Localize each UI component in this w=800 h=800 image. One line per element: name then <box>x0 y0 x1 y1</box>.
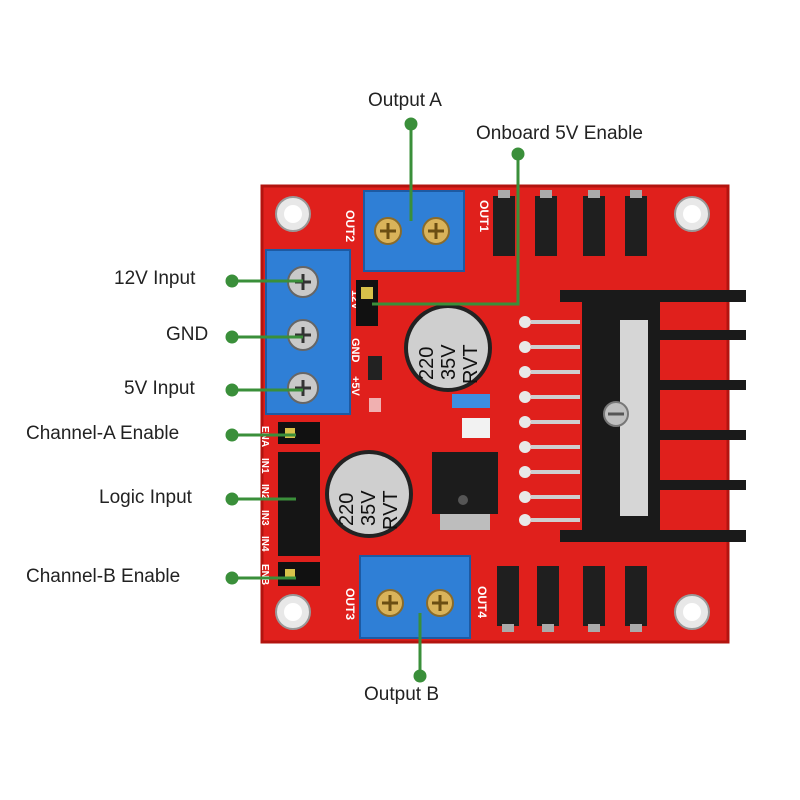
resistor <box>368 356 382 380</box>
diodes-top <box>493 190 647 256</box>
terminal-output-b <box>359 555 471 639</box>
terminal-output-a <box>363 190 465 272</box>
silk-in1: IN1 <box>259 458 270 474</box>
silk-out2: OUT2 <box>343 210 357 242</box>
svg-text:35V: 35V <box>358 490 380 526</box>
silk-enb: ENB <box>259 564 270 585</box>
svg-text:220: 220 <box>416 347 438 380</box>
label-channel-a-enable: Channel-A Enable <box>26 423 180 444</box>
label-12v-input: 12V Input <box>114 268 196 289</box>
label-gnd: GND <box>166 324 209 345</box>
label-output-b: Output B <box>364 684 439 705</box>
label-onboard-5v-enable: Onboard 5V Enable <box>476 123 643 144</box>
capacitor-lower: 220 35V RVT <box>325 450 413 538</box>
silk-in4: IN4 <box>259 536 270 552</box>
label-logic-input: Logic Input <box>99 487 192 508</box>
header-pins <box>278 422 320 586</box>
callout-lines <box>225 117 525 683</box>
label-channel-b-enable: Channel-B Enable <box>26 566 181 587</box>
silk-out3: OUT3 <box>343 588 357 620</box>
svg-text:RVT: RVT <box>380 490 402 530</box>
svg-text:220: 220 <box>336 493 358 526</box>
svg-text:RVT: RVT <box>460 344 482 384</box>
small-component <box>452 394 490 408</box>
silk-in2: IN2 <box>259 484 270 500</box>
silk-out1: OUT1 <box>477 200 491 232</box>
terminal-power <box>265 249 351 415</box>
chip-pins <box>519 316 580 526</box>
jumper-5v-enable <box>356 280 378 326</box>
label-output-a: Output A <box>368 90 442 111</box>
label-5v-input: 5V Input <box>124 378 195 399</box>
silk-gnd: GND <box>349 338 361 363</box>
heatsink <box>560 290 746 542</box>
mounting-hole-tl <box>275 196 311 232</box>
silk-in3: IN3 <box>259 510 270 526</box>
svg-text:35V: 35V <box>438 344 460 380</box>
diodes-bottom <box>497 566 647 632</box>
silk-5v: +5V <box>349 376 361 397</box>
silk-out4: OUT4 <box>475 586 489 618</box>
led <box>369 398 381 412</box>
silk-ena: ENA <box>259 426 270 447</box>
mounting-hole-br <box>674 594 710 630</box>
capacitor-upper: 220 35V RVT <box>404 304 492 392</box>
mounting-hole-tr <box>674 196 710 232</box>
mounting-hole-bl <box>275 594 311 630</box>
voltage-regulator <box>432 452 498 530</box>
